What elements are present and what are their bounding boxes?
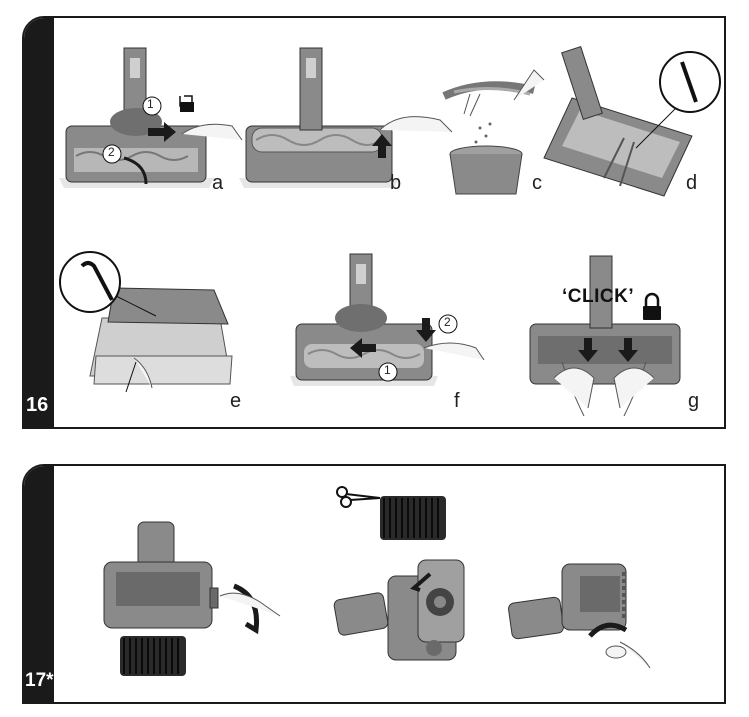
scissors-and-brush [336,486,446,540]
step-16-illustrations [59,45,721,417]
step-17-illustrations [103,486,651,676]
illustration-d [543,45,721,197]
step-17-panel: 17* [22,464,726,704]
step-17-number: 17* [25,670,54,691]
illustration-b [239,47,453,188]
illustration-c [442,69,545,195]
callout-f-1: 1 [384,363,391,377]
sub-label-b: b [390,172,402,194]
callout-a-2: 2 [108,145,115,159]
illustration-a [59,47,243,188]
step-16-number: 16 [26,394,49,416]
sub-label-d: d [686,172,698,194]
sub-label-g: g [688,390,700,412]
sub-label-c: c [532,172,542,194]
brush-roll [120,636,186,676]
illustration-f [290,253,485,386]
rotate-arrow-icon [588,622,628,638]
turbo-brush-open [333,559,465,661]
click-label: ‘CLICK’ [562,286,635,307]
illustration-e [59,251,233,393]
turbo-brush-right [508,563,651,669]
step-16-sidebar [24,18,54,427]
callout-a-1: 1 [147,97,154,111]
turbo-brush-left [103,521,281,676]
sub-label-e: e [230,390,242,412]
illustration-g [529,255,681,417]
step-17-sidebar [24,466,54,702]
sub-label-f: f [454,390,460,412]
callout-f-2: 2 [444,315,451,329]
step-16-panel: 16 [22,16,726,429]
sub-label-a: a [212,172,224,194]
